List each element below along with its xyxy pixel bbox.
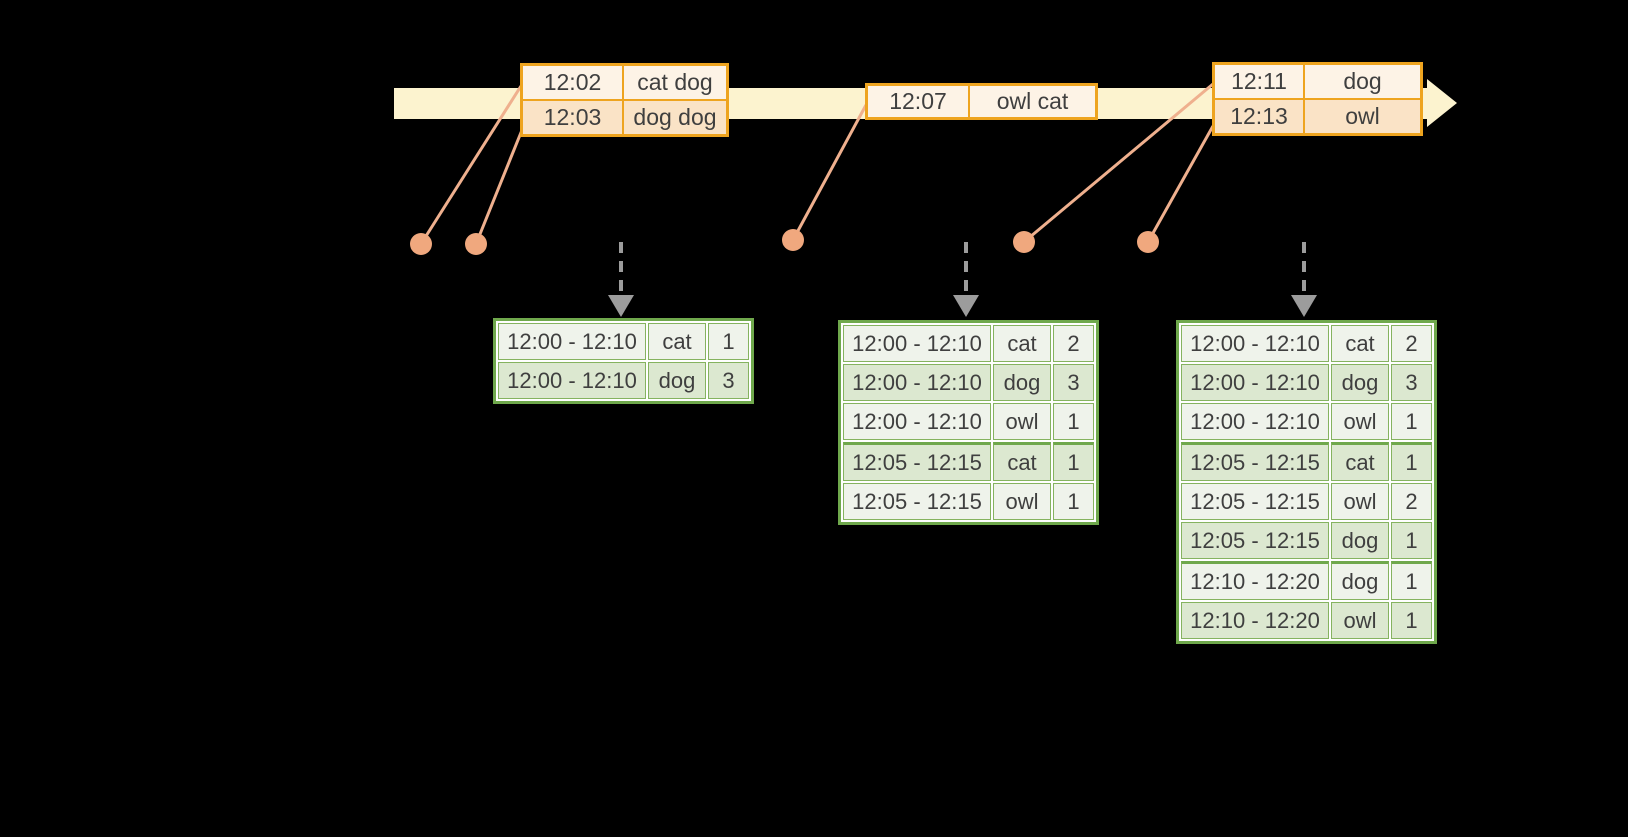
count-cell: 1 (708, 323, 749, 360)
count-cell: 1 (1053, 403, 1094, 440)
word-cell: owl (993, 483, 1051, 520)
event-table-1: 12:02 cat dog 12:03 dog dog (520, 63, 729, 137)
result-row: 12:10 - 12:20 owl 1 (1181, 602, 1432, 639)
window-cell: 12:00 - 12:10 (843, 364, 991, 401)
event-dot (782, 229, 804, 251)
window-cell: 12:10 - 12:20 (1181, 561, 1329, 600)
result-row: 12:05 - 12:15 owl 1 (843, 483, 1094, 520)
result-row: 12:10 - 12:20 dog 1 (1181, 561, 1432, 600)
window-cell: 12:05 - 12:15 (843, 483, 991, 520)
count-cell: 1 (1391, 403, 1432, 440)
word-cell: owl (993, 403, 1051, 440)
word-cell: cat (993, 442, 1051, 481)
event-time-cell: 12:13 (1212, 98, 1305, 136)
event-words-cell: owl (1303, 98, 1423, 136)
word-cell: owl (1331, 403, 1389, 440)
result-row: 12:00 - 12:10 owl 1 (843, 403, 1094, 440)
word-cell: dog (1331, 522, 1389, 559)
result-row: 12:00 - 12:10 dog 3 (1181, 364, 1432, 401)
count-cell: 1 (1391, 442, 1432, 481)
word-cell: cat (1331, 325, 1389, 362)
count-cell: 2 (1391, 325, 1432, 362)
result-row: 12:05 - 12:15 cat 1 (1181, 442, 1432, 481)
count-cell: 3 (1053, 364, 1094, 401)
window-cell: 12:00 - 12:10 (1181, 325, 1329, 362)
count-cell: 1 (1053, 483, 1094, 520)
result-table-3: 12:00 - 12:10 cat 2 12:00 - 12:10 dog 3 … (1176, 320, 1437, 644)
result-row: 12:00 - 12:10 dog 3 (498, 362, 749, 399)
result-row: 12:05 - 12:15 cat 1 (843, 442, 1094, 481)
event-dot (1013, 231, 1035, 253)
event-row: 12:02 cat dog (520, 63, 729, 101)
result-row: 12:00 - 12:10 cat 1 (498, 323, 749, 360)
event-row: 12:03 dog dog (520, 99, 729, 137)
arrowhead-icon (953, 295, 979, 317)
event-row: 12:13 owl (1212, 98, 1423, 136)
event-words-cell: dog (1303, 62, 1423, 100)
timeline-arrowhead-icon (1427, 79, 1457, 127)
count-cell: 2 (1391, 483, 1432, 520)
window-cell: 12:10 - 12:20 (1181, 602, 1329, 639)
window-cell: 12:00 - 12:10 (1181, 403, 1329, 440)
event-time-cell: 12:11 (1212, 62, 1305, 100)
result-row: 12:00 - 12:10 cat 2 (1181, 325, 1432, 362)
result-table-1: 12:00 - 12:10 cat 1 12:00 - 12:10 dog 3 (493, 318, 754, 404)
arrowhead-icon (1291, 295, 1317, 317)
word-cell: cat (648, 323, 706, 360)
word-cell: owl (1331, 483, 1389, 520)
window-cell: 12:00 - 12:10 (843, 403, 991, 440)
word-cell: dog (993, 364, 1051, 401)
event-words-cell: owl cat (968, 83, 1098, 120)
arrowhead-icon (608, 295, 634, 317)
connector-line (791, 104, 868, 241)
word-cell: cat (993, 325, 1051, 362)
count-cell: 1 (1391, 561, 1432, 600)
window-cell: 12:05 - 12:15 (1181, 442, 1329, 481)
trigger-arrowheads (608, 295, 1317, 317)
count-cell: 3 (708, 362, 749, 399)
result-row: 12:00 - 12:10 owl 1 (1181, 403, 1432, 440)
event-row: 12:11 dog (1212, 62, 1423, 100)
result-table-2: 12:00 - 12:10 cat 2 12:00 - 12:10 dog 3 … (838, 320, 1099, 525)
window-cell: 12:00 - 12:10 (1181, 364, 1329, 401)
event-time-cell: 12:03 (520, 99, 624, 137)
window-cell: 12:05 - 12:15 (1181, 522, 1329, 559)
result-row: 12:05 - 12:15 dog 1 (1181, 522, 1432, 559)
event-dot (465, 233, 487, 255)
event-time-cell: 12:07 (865, 83, 970, 120)
event-time-dots (410, 229, 1159, 255)
word-cell: cat (1331, 442, 1389, 481)
window-cell: 12:05 - 12:15 (843, 442, 991, 481)
word-cell: dog (648, 362, 706, 399)
result-row: 12:00 - 12:10 cat 2 (843, 325, 1094, 362)
window-cell: 12:05 - 12:15 (1181, 483, 1329, 520)
trigger-arrow-shafts (619, 242, 1306, 297)
count-cell: 2 (1053, 325, 1094, 362)
count-cell: 1 (1391, 522, 1432, 559)
event-time-cell: 12:02 (520, 63, 624, 101)
word-cell: dog (1331, 364, 1389, 401)
result-row: 12:00 - 12:10 dog 3 (843, 364, 1094, 401)
word-cell: owl (1331, 602, 1389, 639)
window-cell: 12:00 - 12:10 (498, 362, 646, 399)
window-cell: 12:00 - 12:10 (498, 323, 646, 360)
window-cell: 12:00 - 12:10 (843, 325, 991, 362)
result-row: 12:05 - 12:15 owl 2 (1181, 483, 1432, 520)
event-row: 12:07 owl cat (865, 83, 1098, 120)
event-table-2: 12:07 owl cat (865, 83, 1098, 120)
event-dot (410, 233, 432, 255)
event-words-cell: dog dog (622, 99, 729, 137)
count-cell: 1 (1053, 442, 1094, 481)
event-words-cell: cat dog (622, 63, 729, 101)
event-table-3: 12:11 dog 12:13 owl (1212, 62, 1423, 136)
count-cell: 3 (1391, 364, 1432, 401)
event-dot (1137, 231, 1159, 253)
word-cell: dog (1331, 561, 1389, 600)
connector-line (474, 129, 524, 245)
connector-line (1146, 125, 1215, 243)
count-cell: 1 (1391, 602, 1432, 639)
